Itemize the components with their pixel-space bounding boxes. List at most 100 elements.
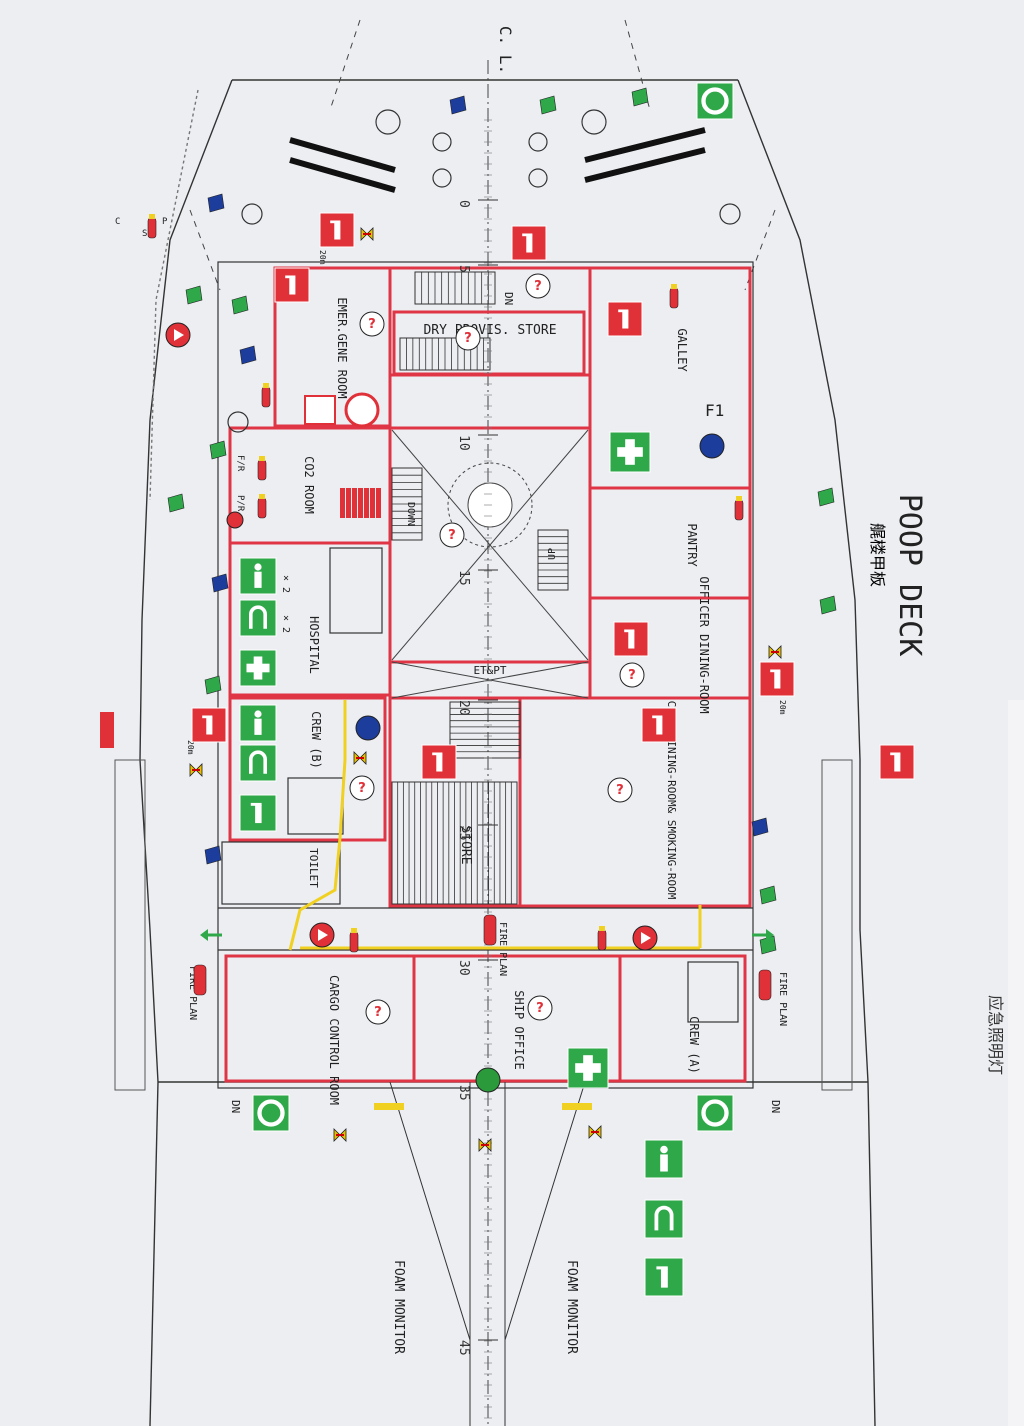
fire-equipment-sign — [191, 707, 227, 743]
foam-monitor-left: FOAM MONITOR — [391, 1260, 406, 1354]
exit-arrow-stbd-icon — [752, 929, 774, 941]
fire-alarm-point-icon: ? — [607, 777, 633, 803]
stairs — [391, 271, 569, 905]
svg-text:?: ? — [464, 331, 472, 346]
safety-symbols: ????????? — [100, 82, 915, 1297]
svg-text:?: ? — [628, 668, 636, 683]
fire-alarm-point-icon: ? — [439, 522, 465, 548]
svg-text:?: ? — [374, 1005, 382, 1020]
deck-marker-flag-icon — [207, 193, 225, 213]
frame-number: 25 — [456, 825, 471, 841]
fire-equipment-sign — [879, 744, 915, 780]
first-aid-sign-ship-office — [567, 1047, 609, 1089]
room-store: STORE — [458, 825, 473, 864]
deck-marker-flag-icon — [819, 595, 837, 615]
escape-sign-hospital-2 — [239, 599, 277, 637]
blue-call-point-icon — [355, 715, 381, 741]
frame-number: 45 — [456, 1340, 471, 1356]
deck-marker-flag-icon — [204, 845, 222, 865]
room-crew-a: CREW (A) — [687, 1016, 701, 1074]
foam-monitor-nozzle — [562, 1103, 592, 1110]
aft-dn-right: DN — [769, 1100, 782, 1113]
room-emer-gene: EMER.GENE ROOM — [335, 297, 349, 398]
extinguisher-icon — [257, 494, 267, 519]
emergency-stop-icon — [309, 922, 335, 948]
mooring-winches — [289, 127, 706, 193]
frame-number: 20 — [456, 700, 471, 716]
legend-s: S — [142, 229, 147, 239]
green-assembly-icon — [475, 1067, 501, 1093]
room-walls — [224, 266, 752, 1083]
co2-bottle-icon — [364, 488, 369, 518]
first-aid-box-hospital — [239, 649, 277, 687]
co2-bottle-icon — [340, 488, 345, 518]
frame-number: 30 — [456, 960, 471, 976]
lifebuoy-sign-fwd — [696, 82, 734, 120]
stair-dn-label: DN — [502, 292, 515, 305]
room-galley: GALLEY — [675, 328, 689, 372]
emergency-generator-icon — [344, 392, 380, 428]
deck-marker-flag-icon — [751, 817, 769, 837]
foam-monitor-right: FOAM MONITOR — [564, 1260, 579, 1354]
escape-sign-aft-2 — [644, 1199, 684, 1239]
deck-marker-flag-icon — [204, 675, 222, 695]
emergency-stop-icon — [632, 925, 658, 951]
room-dry-provis-store: DRY PROVIS. STORE — [423, 323, 556, 338]
lifeboat-rails — [114, 759, 853, 1091]
stair-up — [537, 529, 569, 591]
room-hospital: HOSPITAL — [307, 616, 321, 674]
escape-sign-aft — [644, 1139, 684, 1179]
room-officer-dining: OFFICER DINING-ROOM — [697, 576, 711, 713]
hydrant-valve-icon — [353, 751, 367, 765]
co2-pr-label: P/R — [235, 495, 245, 512]
fire-equipment-sign — [759, 661, 795, 697]
fire-equipment-sign — [613, 621, 649, 657]
frame-number: 15 — [456, 570, 471, 586]
fire-equipment-sign — [511, 225, 547, 261]
legend-c: C — [115, 217, 120, 227]
deck-marker-flag-icon — [539, 95, 557, 115]
lifebuoy-sign-aft-port — [252, 1094, 290, 1132]
first-aid-sign-galley — [609, 431, 651, 473]
fire-plan-box-icon — [483, 914, 497, 946]
deck-marker-flag-icon — [209, 440, 227, 460]
extinguisher-icon — [147, 214, 157, 239]
deck-marker-flag-icon — [631, 87, 649, 107]
fire-plan-box-icon — [758, 969, 772, 1001]
foam-monitor-nozzle — [374, 1103, 404, 1110]
fire-equipment-sign — [274, 267, 310, 303]
bollards — [227, 109, 741, 433]
fire-alarm-point-icon: ? — [365, 999, 391, 1025]
fire-alarm-point-icon: ? — [619, 662, 645, 688]
escape-sign-crew-b — [239, 704, 277, 742]
room-pantry: PANTRY — [685, 523, 699, 567]
fire-plan-right: FIRE PLAN — [777, 972, 788, 1026]
escape-sign-crew-b-2 — [239, 744, 277, 782]
deck-marker-flag-icon — [817, 487, 835, 507]
centerline-label: C. L. — [496, 26, 515, 74]
svg-text:?: ? — [616, 783, 624, 798]
extinguisher-icon — [597, 926, 607, 951]
svg-text:?: ? — [358, 781, 366, 796]
svg-text:?: ? — [534, 279, 542, 294]
fire-equipment-sign — [421, 744, 457, 780]
fire-plan-center: FIRE PLAN — [497, 922, 508, 976]
hydrant-valve-icon — [189, 763, 203, 777]
frame-number: 35 — [456, 1085, 471, 1101]
fire-main-line — [288, 700, 702, 951]
co2-bottle-icon — [346, 488, 351, 518]
blue-call-point-icon — [699, 433, 725, 459]
hydrant-valve-icon — [768, 645, 782, 659]
svg-text:?: ? — [448, 528, 456, 543]
exit-arrow-port-icon — [200, 929, 222, 941]
svg-text:?: ? — [368, 317, 376, 332]
hydrant-valve-icon — [478, 1138, 492, 1152]
aft-dn-left: DN — [229, 1100, 242, 1113]
extinguisher-icon — [257, 456, 267, 481]
room-co2: CO2 ROOM — [302, 456, 316, 514]
hydrant-20m-a: 20m — [318, 250, 327, 265]
co2-bottle-icon — [370, 488, 375, 518]
frame-number: 10 — [456, 435, 471, 451]
legend-red-box — [100, 712, 114, 748]
